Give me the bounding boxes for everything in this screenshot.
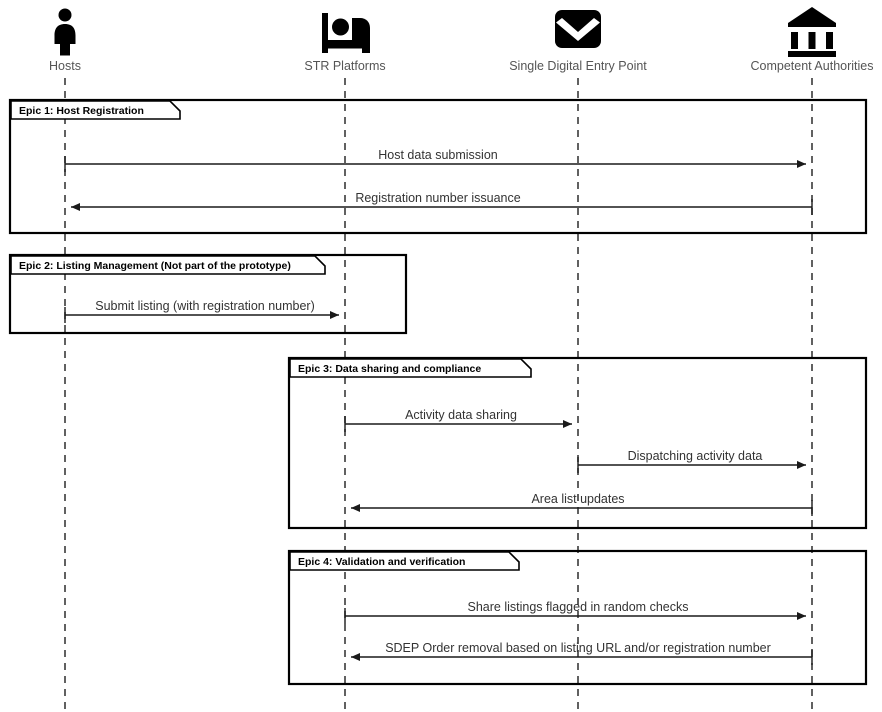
fragment-epic-1-label: Epic 1: Host Registration: [19, 105, 144, 117]
message-label-submit-listing: Submit listing (with registration number…: [95, 299, 315, 313]
fragment-epic-4-box: [287, 549, 868, 686]
lifelines-group: [64, 78, 813, 710]
actor-label-str-platforms: STR Platforms: [304, 59, 385, 73]
message-registration-number-issuance[interactable]: Registration number issuance: [71, 191, 813, 215]
message-label-share-flagged-listings: Share listings flagged in random checks: [468, 600, 689, 614]
message-share-flagged-listings[interactable]: Share listings flagged in random checks: [344, 600, 806, 624]
fragment-epic-2-tab: [10, 255, 326, 275]
actor-label-hosts: Hosts: [49, 59, 81, 73]
fragment-epic-4-label: Epic 4: Validation and verification: [298, 556, 465, 568]
fragment-epic-1-tab: [10, 100, 181, 120]
message-sdep-order-removal[interactable]: SDEP Order removal based on listing URL …: [351, 641, 813, 665]
fragment-epic-1[interactable]: Epic 1: Host Registration Host data subm…: [8, 98, 868, 235]
message-dispatching-activity-data[interactable]: Dispatching activity data: [577, 449, 806, 473]
person-icon: [54, 8, 76, 56]
message-area-list-updates[interactable]: Area list updates: [351, 492, 813, 516]
actor-str-platforms[interactable]: STR Platforms: [304, 13, 386, 73]
fragment-epic-4[interactable]: Epic 4: Validation and verification Shar…: [287, 549, 868, 686]
message-label-registration-number-issuance: Registration number issuance: [355, 191, 520, 205]
fragment-epic-3-box: [287, 356, 868, 530]
actor-sdep[interactable]: Single Digital Entry Point: [509, 10, 647, 73]
fragment-epic-2[interactable]: Epic 2: Listing Management (Not part of …: [8, 253, 408, 335]
message-label-dispatching-activity-data: Dispatching activity data: [628, 449, 763, 463]
fragment-epic-2-label: Epic 2: Listing Management (Not part of …: [19, 260, 291, 272]
fragment-epic-4-tab: [289, 551, 520, 571]
fragment-epic-2-box: [8, 253, 408, 335]
bed-icon: [322, 13, 370, 53]
message-label-sdep-order-removal: SDEP Order removal based on listing URL …: [385, 641, 771, 655]
envelope-icon: [555, 10, 601, 48]
message-host-data-submission[interactable]: Host data submission: [64, 148, 806, 172]
message-label-host-data-submission: Host data submission: [378, 148, 498, 162]
message-label-activity-data-sharing: Activity data sharing: [405, 408, 517, 422]
message-label-area-list-updates: Area list updates: [531, 492, 624, 506]
actor-authorities[interactable]: Competent Authorities: [751, 7, 874, 73]
bank-icon: [788, 7, 836, 57]
fragment-epic-1-box: [8, 98, 868, 235]
actor-label-sdep: Single Digital Entry Point: [509, 59, 647, 73]
fragment-epic-3-label: Epic 3: Data sharing and compliance: [298, 363, 481, 375]
fragment-epic-3[interactable]: Epic 3: Data sharing and compliance Acti…: [287, 356, 868, 530]
actor-label-authorities: Competent Authorities: [751, 59, 874, 73]
message-activity-data-sharing[interactable]: Activity data sharing: [344, 408, 572, 432]
message-submit-listing[interactable]: Submit listing (with registration number…: [64, 299, 339, 323]
actor-hosts[interactable]: Hosts: [49, 8, 81, 74]
fragment-epic-3-tab: [289, 358, 532, 378]
